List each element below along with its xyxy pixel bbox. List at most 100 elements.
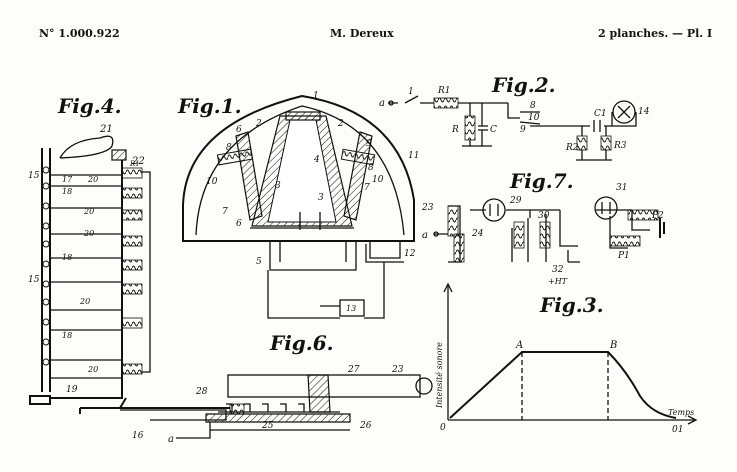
- figure-6: Fig.6. 27 23 28 25 26 a: [168, 331, 433, 445]
- fig7-tube-29: [482, 198, 506, 222]
- fig1-top-cap: [285, 111, 321, 121]
- fig2-label-9: 9: [520, 125, 526, 135]
- fig4-label-20d: 20: [79, 297, 90, 306]
- figure-3: Fig.3. A B 0 01 Temps Intensité sonore: [435, 282, 698, 435]
- fig2-label-c: C: [490, 125, 497, 135]
- fig4-label-r: R1: [129, 160, 140, 168]
- figure-4: Fig.4.: [28, 94, 230, 441]
- fig4-label-20a: 20: [87, 175, 98, 184]
- fig2-label-a: a: [379, 98, 385, 109]
- fig7-coil-24: [453, 233, 465, 263]
- fig7-coil-23: [447, 205, 459, 237]
- fig2-resistor-r2: [576, 135, 588, 151]
- fig4-block-22: [111, 149, 127, 161]
- figure-1: Fig.1. 1 2 2 3 3 4 5 6 6 7 7 8: [177, 91, 419, 319]
- fig7-title: Fig.7.: [509, 169, 574, 193]
- inventor-name: M. Dereux: [330, 27, 394, 40]
- fig1-spring-right: [340, 148, 376, 166]
- fig1-dome: [182, 94, 415, 242]
- plate-count: 2 planches. — Pl. I: [598, 27, 713, 40]
- fig2-resistor-r: [464, 115, 476, 141]
- fig1-pipes: [267, 262, 385, 319]
- fig7-label-ht: +HT: [548, 277, 568, 286]
- fig1-label-3a: 3: [275, 181, 281, 191]
- fig6-label-28: 28: [195, 387, 208, 397]
- fig1-label-9: 9: [366, 139, 372, 149]
- fig2-wiring: [388, 95, 637, 161]
- fig1-label-10a: 10: [206, 177, 218, 187]
- fig6-base-26: [205, 413, 351, 423]
- fig2-resistor-r1: [433, 97, 459, 109]
- fig6-knob: [415, 377, 433, 395]
- fig1-label-3b: 3: [318, 193, 324, 203]
- fig1-label-1: 1: [313, 91, 319, 101]
- fig4-label-19: 19: [66, 385, 78, 395]
- fig7-label-32: 32: [552, 265, 564, 275]
- fig1-label-7b: 7: [364, 183, 370, 193]
- fig1-side-bars: [235, 131, 373, 221]
- fig1-label-2b: 2: [337, 119, 344, 129]
- fig3-x-axis: [448, 415, 698, 425]
- fig1-label-6b: 6: [236, 219, 242, 229]
- fig6-rail: [176, 422, 350, 439]
- fig4-title: Fig.4.: [57, 94, 122, 118]
- fig4-label-18c: 18: [62, 331, 72, 340]
- fig2-title: Fig.2.: [491, 73, 556, 97]
- fig2-label-r: R: [451, 125, 459, 135]
- fig4-label-20c: 20: [83, 229, 94, 238]
- fig1-label-5: 5: [256, 257, 262, 267]
- fig7-label-p2: P2: [651, 211, 664, 221]
- fig4-label-15a: 15: [28, 171, 40, 181]
- fig7-label-24: 24: [471, 229, 484, 239]
- fig1-chamber: [269, 212, 357, 271]
- fig7-label-30: 30: [538, 211, 550, 221]
- fig3-title: Fig.3.: [539, 293, 604, 317]
- fig2-label-1: 1: [408, 87, 414, 97]
- fig7-coil-30: [539, 221, 551, 249]
- fig6-label-26: 26: [359, 421, 372, 431]
- fig1-label-13: 13: [346, 304, 356, 313]
- fig1-label-11: 11: [408, 151, 419, 161]
- fig2-label-8: 8: [530, 101, 536, 111]
- fig7-label-a: a: [422, 230, 428, 241]
- fig4-label-16: 16: [132, 431, 144, 441]
- fig4-base: [29, 392, 230, 414]
- fig7-coil-p1: [609, 235, 641, 247]
- fig3-label-a: A: [515, 340, 523, 351]
- fig6-title: Fig.6.: [269, 331, 334, 355]
- fig7-label-p1: P1: [617, 251, 630, 261]
- fig4-label-22: 22: [131, 156, 145, 167]
- fig3-label-t1: 01: [672, 425, 683, 435]
- fig7-coil-p2: [627, 209, 659, 221]
- fig4-label-18a: 18: [62, 187, 72, 196]
- fig1-label-10b: 10: [372, 175, 384, 185]
- fig7-coil-left: [513, 221, 525, 249]
- fig3-ylabel: Intensité sonore: [435, 342, 444, 409]
- fig4-label-15b: 15: [28, 275, 40, 285]
- fig4-label-20e: 20: [87, 365, 98, 374]
- fig4-lever-21: [59, 135, 114, 159]
- fig3-y-axis: [443, 282, 453, 420]
- fig3-label-b: B: [609, 340, 617, 351]
- fig4-label-18b: 18: [62, 253, 72, 262]
- patent-number: N° 1.000.922: [39, 27, 120, 40]
- fig2-label-14: 14: [638, 107, 650, 117]
- fig2-label-r1: R1: [437, 86, 451, 96]
- fig1-base: [183, 227, 414, 242]
- fig6-spring-28: [229, 403, 245, 415]
- fig7-label-23: 23: [421, 203, 434, 213]
- figure-2: Fig.2. a 1 R1 R C 8 10 9 C1 R2 R3 14: [379, 73, 650, 161]
- fig4-keys: [42, 166, 151, 379]
- fig1-box-13: [339, 299, 365, 317]
- fig7-label-29: 29: [509, 196, 522, 206]
- fig3-xlabel: Temps: [668, 408, 694, 417]
- fig4-label-20b: 20: [83, 207, 94, 216]
- fig2-label-c1: C1: [594, 109, 607, 119]
- fig7-tube-31: [594, 196, 618, 220]
- fig4-label-21: 21: [99, 124, 113, 135]
- fig2-label-r3: R3: [613, 141, 627, 151]
- fig3-envelope: [449, 351, 677, 419]
- fig1-label-7a: 7: [222, 207, 228, 217]
